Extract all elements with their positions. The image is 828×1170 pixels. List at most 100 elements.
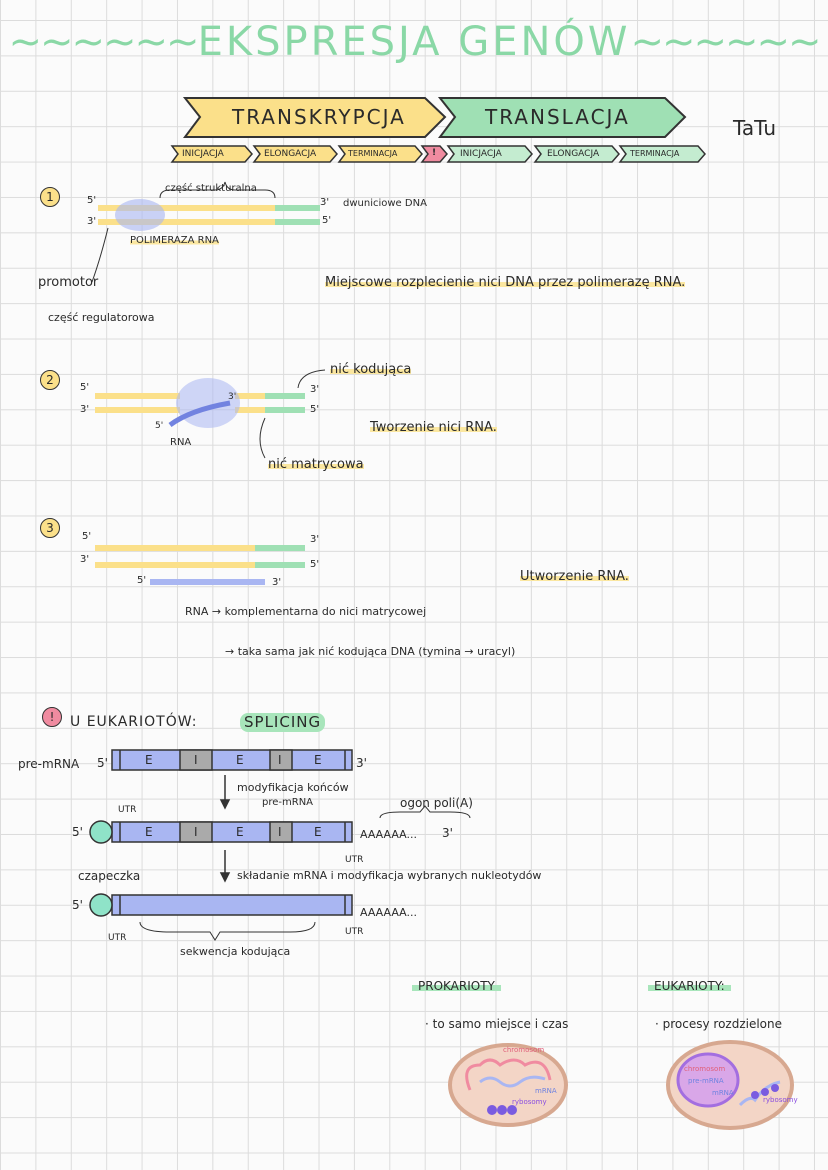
end-label: 5': [97, 756, 108, 770]
end-label: 3': [356, 756, 367, 770]
pre-mrna-label: pre-mRNA: [18, 757, 80, 771]
nucleus: [676, 1052, 740, 1108]
dna-step2: [95, 369, 326, 459]
step2-note: Tworzenie nici RNA.: [370, 420, 497, 435]
cap-label: czapeczka: [78, 869, 141, 883]
step1-note: Miejscowe rozplecienie nici DNA przez po…: [325, 275, 686, 290]
cell-label: chromosom: [503, 1046, 545, 1054]
end-label: 3': [80, 554, 90, 565]
end-label: 5': [137, 575, 147, 586]
intron-label: I: [278, 825, 282, 839]
step-elongation: ELONGACJA: [264, 149, 317, 159]
ds-dna-label: dwuniciowe DNA: [343, 198, 427, 209]
end-label: 5': [322, 215, 332, 226]
end-label: 5': [72, 898, 83, 912]
exon-label: E: [314, 753, 322, 767]
step-arrow: [420, 145, 448, 163]
author-tag: TaTu: [733, 116, 777, 140]
intron-label: I: [278, 753, 282, 767]
rna-note-1: RNA → komplementarna do nici matrycowej: [185, 605, 427, 618]
step-arrow: [337, 145, 423, 163]
dna-step3: [95, 545, 305, 585]
utr-label: UTR: [118, 805, 137, 815]
exon-label: E: [236, 825, 244, 839]
step3-note: Utworzenie RNA.: [520, 569, 629, 584]
step-elongation: ELONGACJA: [547, 149, 600, 159]
mature-mrna-bar: [111, 894, 353, 916]
end-label: 3': [320, 197, 330, 208]
exon-label: E: [314, 825, 322, 839]
end-label: 5': [82, 531, 92, 542]
step-termination: TERMINACJA: [630, 149, 680, 158]
end-label: 5': [87, 195, 97, 206]
end-label: 5': [310, 559, 320, 570]
exon-label: E: [145, 753, 153, 767]
exon-label: E: [236, 753, 244, 767]
cell-label: rybosomy: [512, 1098, 547, 1106]
end-label: 5': [310, 404, 320, 415]
eukaryotes-heading: U EUKARIOTÓW:: [70, 714, 198, 730]
cell-label: mRNA: [712, 1089, 734, 1097]
cap-icon: [89, 820, 113, 844]
step-number: 1: [40, 187, 60, 207]
splicing-title: SPLICING: [240, 713, 326, 732]
end-label: 5': [155, 421, 164, 431]
step-arrow: [533, 145, 620, 163]
step-arrow: [252, 145, 338, 163]
step-initiation: INICJACJA: [460, 149, 502, 159]
page-title: ~~~~~~EKSPRESJA GENÓW~~~~~~: [8, 19, 821, 65]
rna-label: RNA: [170, 437, 192, 448]
cell-label: chromosom: [684, 1065, 726, 1073]
end-label: 5': [72, 825, 83, 839]
intron-label: I: [194, 753, 198, 767]
step-b-label: składanie mRNA i modyfikacja wybranych n…: [237, 869, 542, 882]
polya-tail: AAAAAA...: [360, 906, 417, 919]
end-label: 3': [87, 216, 97, 227]
end-label: 3': [442, 826, 453, 840]
intron-label: I: [194, 825, 198, 839]
polymerase-blob: [115, 199, 165, 231]
rna-note-2: → taka sama jak nić kodująca DNA (tymina…: [225, 645, 516, 658]
dna-step1: [91, 181, 320, 283]
cell-label: rybosomy: [763, 1096, 798, 1104]
end-label: 3': [272, 577, 282, 588]
step-termination: TERMINACJA: [348, 149, 398, 158]
step-initiation: INICJACJA: [182, 149, 224, 159]
translation-arrow: [437, 97, 687, 138]
exon-label: E: [145, 825, 153, 839]
eukaryotes-title: EUKARIOTY:: [648, 980, 731, 992]
transcription-label: TRANSKRYPCJA: [232, 105, 406, 129]
step-arrow: [618, 145, 706, 163]
structural-label: część strukturalna: [165, 183, 257, 194]
step-a-label-2: pre-mRNA: [262, 797, 314, 808]
regulatory-label: część regulatorowa: [48, 311, 155, 324]
promoter-label: promotor: [38, 275, 99, 290]
end-label: 3': [228, 392, 237, 402]
utr-label: UTR: [345, 927, 364, 937]
utr-label: UTR: [345, 855, 364, 865]
utr-label: UTR: [108, 933, 127, 943]
step-arrow: [446, 145, 533, 163]
step-arrow: [170, 145, 253, 163]
prokaryotes-point: · to samo miejsce i czas: [425, 1017, 569, 1031]
eukaryotes-point: · procesy rozdzielone: [655, 1017, 783, 1031]
tail-label: ogon poli(A): [400, 796, 473, 810]
step-a-label: modyfikacja końców: [237, 781, 349, 794]
template-strand-label: nić matrycowa: [268, 457, 364, 472]
translation-label: TRANSLACJA: [485, 105, 630, 129]
coding-seq-label: sekwencja kodująca: [180, 945, 291, 958]
end-label: 3': [80, 404, 90, 415]
warning-icon: !: [42, 707, 62, 727]
cap-icon: [89, 893, 113, 917]
step-number: 2: [40, 370, 60, 390]
transcription-arrow: [182, 97, 447, 138]
end-label: 3': [310, 384, 320, 395]
cell-label: mRNA: [535, 1087, 557, 1095]
cell-label: pre-mRNA: [688, 1077, 724, 1085]
step-number: 3: [40, 518, 60, 538]
end-label: 5': [80, 382, 90, 393]
polymerase-blob: [176, 378, 240, 428]
polya-tail: AAAAAA...: [360, 828, 417, 841]
polymerase-label: POLIMERAZA RNA: [130, 235, 219, 246]
